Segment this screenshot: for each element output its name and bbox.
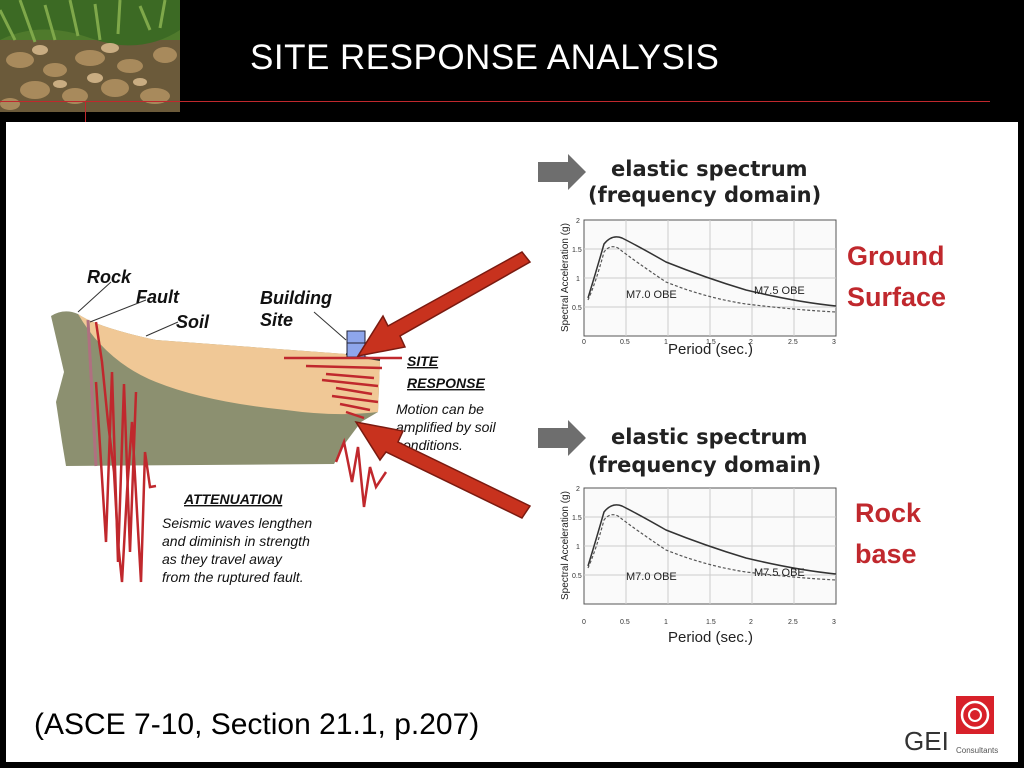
site-response-diagram: Rock Fault Soil Building Site SITE RESPO…: [51, 154, 994, 734]
slide-content: Rock Fault Soil Building Site SITE RESPO…: [6, 122, 1018, 762]
svg-text:1: 1: [664, 339, 668, 346]
svg-text:0: 0: [582, 339, 586, 346]
rock-label: Rock: [87, 267, 132, 287]
svg-text:1: 1: [664, 619, 668, 626]
ground-label-line1: Ground: [847, 241, 945, 271]
spectrum2-curve2: M7.5 OBE: [754, 567, 805, 579]
spectrum2-xaxis: Period (sec.): [668, 629, 753, 646]
soil-label: Soil: [176, 312, 210, 332]
spectrum1-curve2: M7.5 OBE: [754, 285, 805, 297]
ground-surface-label: Ground Surface: [847, 236, 946, 318]
gei-logo-mark: [956, 696, 994, 734]
svg-text:2.5: 2.5: [788, 619, 798, 626]
slide-title: SITE RESPONSE ANALYSIS: [250, 38, 720, 77]
attenuation-line-4: from the ruptured fault.: [162, 569, 304, 585]
site-label: Site: [260, 310, 293, 330]
spectrum2-yaxis: Spectral Acceleration (g): [560, 491, 571, 600]
svg-text:1.5: 1.5: [572, 515, 582, 522]
attenuation-line-3: as they travel away: [162, 551, 283, 567]
spectrum1-heading-1: elastic spectrum: [611, 157, 808, 181]
svg-text:2: 2: [576, 486, 580, 493]
building-label: Building: [260, 288, 332, 308]
gray-arrow-icon: [538, 420, 586, 456]
rock-base-label: Rock base: [855, 493, 921, 575]
svg-text:0.5: 0.5: [572, 305, 582, 312]
spectrum-panel-rock: elastic spectrum (frequency domain) M7.0…: [538, 420, 837, 646]
spectrum1-heading-2: (frequency domain): [588, 183, 821, 207]
spectrum1-xaxis: Period (sec.): [668, 341, 753, 358]
svg-text:0.5: 0.5: [620, 339, 630, 346]
ground-label-line2: Surface: [847, 282, 947, 312]
spectrum1-curve1: M7.0 OBE: [626, 289, 677, 301]
spectrum2-heading-2: (frequency domain): [588, 453, 821, 477]
spectrum1-yaxis: Spectral Acceleration (g): [560, 223, 571, 332]
gei-logo-subtext: Consultants: [956, 746, 999, 755]
attenuation-heading: ATTENUATION: [183, 491, 283, 507]
slide-header: SITE RESPONSE ANALYSIS: [0, 0, 1024, 161]
svg-text:0: 0: [582, 619, 586, 626]
svg-text:0.5: 0.5: [572, 573, 582, 580]
motion-line-2: amplified by soil: [396, 419, 496, 435]
header-rule: [0, 101, 990, 102]
svg-text:0.5: 0.5: [620, 619, 630, 626]
site-response-heading: SITE: [407, 353, 439, 369]
red-arrow-up-icon: [356, 251, 532, 358]
rock-label-line1: Rock: [855, 498, 922, 528]
svg-text:2: 2: [749, 339, 753, 346]
svg-text:2: 2: [749, 619, 753, 626]
red-arrows: [354, 251, 532, 519]
svg-text:1: 1: [576, 544, 580, 551]
svg-text:2.5: 2.5: [788, 339, 798, 346]
seismic-waves: [94, 321, 402, 583]
site-response-heading-2: RESPONSE: [407, 375, 485, 391]
svg-text:1.5: 1.5: [572, 247, 582, 254]
rock-label-line2: base: [855, 539, 917, 569]
svg-text:2: 2: [576, 218, 580, 225]
gray-arrow-icon: [538, 154, 586, 190]
spectrum2-curve1: M7.0 OBE: [626, 571, 677, 583]
motion-line-1: Motion can be: [396, 401, 484, 417]
spectrum2-heading-1: elastic spectrum: [611, 425, 808, 449]
attenuation-line-2: and diminish in strength: [162, 533, 310, 549]
svg-text:3: 3: [832, 619, 836, 626]
header-photo: [0, 0, 180, 112]
svg-text:1.5: 1.5: [706, 339, 716, 346]
svg-text:1: 1: [576, 276, 580, 283]
red-arrow-down-icon: [354, 420, 532, 519]
spectrum-panel-ground: elastic spectrum (frequency domain) M7.0…: [538, 154, 837, 358]
fault-label: Fault: [136, 287, 180, 307]
citation: (ASCE 7-10, Section 21.1, p.207): [34, 708, 480, 741]
svg-text:3: 3: [832, 339, 836, 346]
svg-text:1.5: 1.5: [706, 619, 716, 626]
attenuation-line-1: Seismic waves lengthen: [162, 515, 312, 531]
gei-logo-text: GEI: [904, 726, 949, 756]
